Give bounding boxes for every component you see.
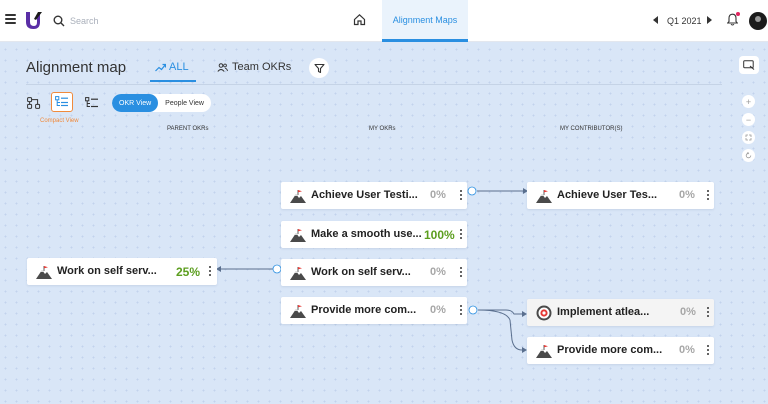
avatar[interactable] (749, 12, 767, 30)
column-header-contributors: MY CONTRIBUTOR(S) (560, 126, 623, 132)
more-menu-icon[interactable] (460, 267, 463, 278)
objective-flag-icon (536, 190, 552, 203)
okr-card-title: Make a smooth use... (311, 228, 422, 240)
more-menu-icon[interactable] (460, 190, 463, 201)
tree-view-icon (27, 97, 41, 109)
okr-card-title: Work on self serv... (311, 266, 411, 278)
plus-icon: + (745, 96, 752, 107)
bell-icon[interactable] (726, 13, 739, 31)
list-view-button[interactable] (81, 93, 103, 113)
objective-flag-icon (290, 305, 306, 318)
column-header-parent: PARENT OKRs (167, 126, 209, 132)
more-menu-icon[interactable] (707, 307, 710, 318)
okr-card-progress: 25% (176, 265, 201, 279)
quarter-next-icon[interactable] (707, 16, 712, 24)
parent-link-icon[interactable] (272, 264, 282, 274)
contributor-link-icon[interactable] (467, 186, 477, 196)
okr-card-progress: 0% (679, 344, 695, 356)
more-menu-icon[interactable] (707, 345, 710, 356)
page-title: Alignment map (26, 59, 127, 76)
hamburger-menu-icon[interactable] (5, 14, 16, 24)
filter-icon (313, 63, 325, 73)
okr-card-title: Provide more com... (557, 344, 663, 356)
people-view-option[interactable]: People View (165, 99, 204, 107)
objective-flag-icon (536, 345, 552, 358)
export-icon (743, 60, 755, 70)
tab-all-label: ALL (169, 61, 189, 73)
more-menu-icon[interactable] (460, 305, 463, 316)
fit-view-icon (745, 134, 752, 141)
okr-card-progress: 0% (680, 306, 696, 318)
tree-view-button[interactable] (23, 93, 45, 113)
okr-card-progress: 0% (679, 189, 695, 201)
okr-card-my[interactable]: Make a smooth use... 100% (281, 221, 467, 248)
okr-card-my[interactable]: Work on self serv... 0% (281, 259, 467, 286)
compact-view-label: Compact View (40, 118, 79, 124)
okr-card-progress: 100% (424, 228, 455, 242)
tab-team-okrs[interactable]: Team OKRs (217, 61, 291, 73)
zoom-out-button[interactable]: − (742, 113, 755, 126)
tab-all[interactable]: ALL (155, 61, 189, 73)
objective-flag-icon (290, 190, 306, 203)
okr-card-title: Provide more com... (311, 304, 417, 316)
okr-card-title: Implement atlea... (557, 306, 650, 318)
reset-view-button[interactable] (742, 149, 755, 162)
minus-icon: − (745, 114, 752, 125)
okr-card-contributor[interactable]: Provide more com... 0% (527, 337, 714, 364)
compact-view-button[interactable] (51, 92, 73, 112)
notification-dot (736, 12, 740, 16)
okr-view-option[interactable]: OKR View (112, 94, 159, 112)
more-menu-icon[interactable] (707, 190, 710, 201)
trend-icon (155, 63, 166, 71)
app-logo[interactable] (23, 10, 43, 30)
okr-card-contributor[interactable]: Achieve User Tes... 0% (527, 182, 714, 209)
objective-flag-icon (290, 267, 306, 280)
okr-card-my[interactable]: Achieve User Testi... 0% (281, 182, 467, 209)
okr-card-progress: 0% (430, 304, 446, 316)
zoom-in-button[interactable]: + (742, 95, 755, 108)
team-icon (217, 62, 228, 72)
export-button[interactable] (739, 56, 759, 74)
search-icon[interactable] (53, 14, 65, 32)
key-result-target-icon (536, 305, 552, 321)
objective-flag-icon (36, 266, 52, 279)
tab-alignment-maps-label: Alignment Maps (392, 14, 458, 25)
okr-card-title: Work on self serv... (57, 265, 157, 277)
more-menu-icon[interactable] (209, 266, 212, 277)
tab-team-okrs-label: Team OKRs (232, 61, 292, 73)
okr-card-progress: 0% (430, 189, 446, 201)
okr-card-parent[interactable]: Work on self serv... 25% (27, 258, 217, 285)
compact-view-icon (55, 96, 68, 107)
view-mode-toggle[interactable]: OKR View People View (112, 94, 211, 112)
header-divider (26, 84, 722, 85)
column-header-my-okrs: MY OKRs (369, 126, 396, 132)
objective-flag-icon (290, 229, 306, 242)
okr-card-contributor[interactable]: Implement atlea... 0% (527, 299, 714, 326)
quarter-label: Q1 2021 (667, 16, 702, 26)
filter-button[interactable] (309, 58, 329, 78)
list-view-icon (85, 97, 98, 108)
okr-card-my[interactable]: Provide more com... 0% (281, 297, 467, 324)
tab-alignment-maps[interactable]: Alignment Maps (382, 0, 468, 42)
okr-card-progress: 0% (430, 266, 446, 278)
active-tab-indicator (150, 80, 196, 82)
reset-icon (745, 152, 752, 159)
search-input[interactable] (70, 11, 300, 31)
contributor-link-icon[interactable] (468, 305, 478, 315)
okr-card-title: Achieve User Tes... (557, 189, 658, 201)
more-menu-icon[interactable] (460, 229, 463, 240)
quarter-prev-icon[interactable] (653, 16, 658, 24)
home-icon[interactable] (353, 13, 366, 31)
okr-card-title: Achieve User Testi... (311, 189, 418, 201)
fit-view-button[interactable] (742, 131, 755, 144)
